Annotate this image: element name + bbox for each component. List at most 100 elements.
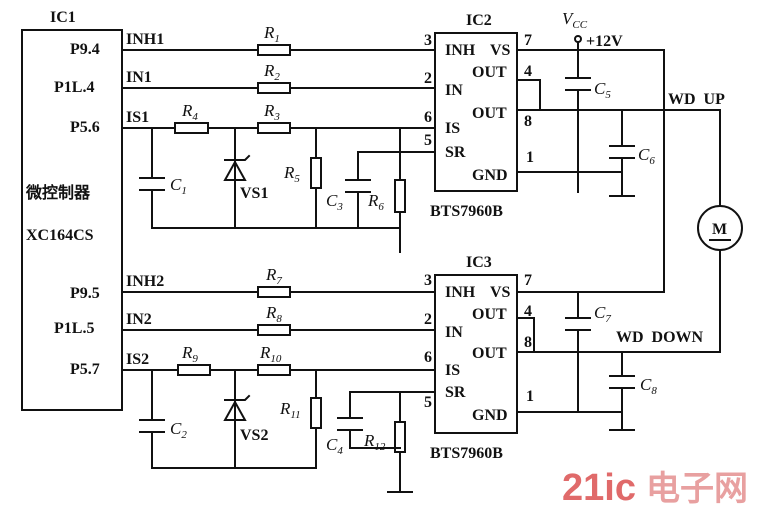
ic2-part: BTS7960B xyxy=(430,203,503,220)
watermark-21ic: 21ic xyxy=(562,467,636,509)
resistor-r9 xyxy=(177,364,211,376)
label-c8: C8 xyxy=(640,375,657,397)
label-r2: R2 xyxy=(263,61,280,83)
label-c4: C4 xyxy=(326,435,343,457)
label-c5: C5 xyxy=(594,79,611,101)
label-r12: R12 xyxy=(363,431,386,453)
resistor-r12 xyxy=(394,421,406,453)
resistor-r4 xyxy=(174,122,209,134)
resistor-r10 xyxy=(257,364,291,376)
ic1-name: IC1 xyxy=(50,9,76,26)
label-motor: M xyxy=(712,221,727,238)
capacitor-c4 xyxy=(337,417,363,431)
net-wd-up: WD UP xyxy=(668,91,725,108)
ic2-pin-inh: INH xyxy=(445,42,476,59)
ic3-pin-inh: INH xyxy=(445,284,476,301)
resistor-r6 xyxy=(394,179,406,213)
label-c3: C3 xyxy=(326,191,343,213)
label-vcc: VCC xyxy=(562,9,588,31)
power-wires xyxy=(516,35,721,431)
zener-vs1 xyxy=(223,154,251,181)
label-r8: R8 xyxy=(265,303,282,325)
net-inh1: INH1 xyxy=(126,31,164,48)
zener-vs2 xyxy=(223,394,251,421)
capacitor-c5 xyxy=(565,77,591,91)
capacitor-c8 xyxy=(609,375,635,389)
label-r6: R6 xyxy=(367,191,384,213)
ic3-pinnum-1: 1 xyxy=(526,388,534,405)
ic2-pinnum-4: 4 xyxy=(524,63,532,80)
ic3-pin-in: IN xyxy=(445,324,463,341)
label-r7: R7 xyxy=(265,265,282,287)
label-r11: R11 xyxy=(279,399,301,421)
ic3-name: IC3 xyxy=(466,254,492,271)
ic1-pin-p9-4: P9.4 xyxy=(70,41,100,58)
resistor-r8 xyxy=(257,324,291,336)
ic3-pinnum-8: 8 xyxy=(524,334,532,351)
ic3-pin-vs: VS xyxy=(490,284,511,301)
label-r9: R9 xyxy=(181,343,198,365)
ic2-pin-sr: SR xyxy=(445,144,466,161)
resistor-r2 xyxy=(257,82,291,94)
capacitor-c1 xyxy=(139,177,165,191)
motor-symbol xyxy=(697,205,743,251)
label-c6: C6 xyxy=(638,145,655,167)
resistor-r11 xyxy=(310,397,322,429)
label-c2: C2 xyxy=(170,419,187,441)
ic3-pin-is: IS xyxy=(445,362,460,379)
ic3-pin-out-a: OUT xyxy=(472,306,507,323)
lower-channel-wires xyxy=(121,291,436,493)
ic3-part: BTS7960B xyxy=(430,445,503,462)
ic1-pin-p1l-5: P1L.5 xyxy=(54,320,94,337)
ic3-pinnum-7: 7 xyxy=(524,272,532,289)
label-r4: R4 xyxy=(181,101,198,123)
ic2-box xyxy=(434,32,518,192)
label-c7: C7 xyxy=(594,303,611,325)
label-r5: R5 xyxy=(283,163,300,185)
watermark-logo: 21ic 电子网 xyxy=(562,467,748,509)
ic3-pin-out-b: OUT xyxy=(472,345,507,362)
ic2-pinnum-8: 8 xyxy=(524,113,532,130)
label-voltage: +12V xyxy=(586,33,623,50)
net-in2: IN2 xyxy=(126,311,152,328)
label-vs1: VS1 xyxy=(240,185,268,202)
upper-channel-wires xyxy=(121,49,436,253)
ic3-pinnum-3: 3 xyxy=(424,272,432,289)
ic3-box xyxy=(434,274,518,434)
label-r10: R10 xyxy=(259,343,282,365)
ic3-pinnum-4: 4 xyxy=(524,303,532,320)
ic2-pinnum-7: 7 xyxy=(524,32,532,49)
capacitor-c2 xyxy=(139,419,165,433)
ic3-pinnum-6: 6 xyxy=(424,349,432,366)
ic2-pinnum-3: 3 xyxy=(424,32,432,49)
ic2-pinnum-2: 2 xyxy=(424,70,432,87)
ic1-pin-p1l-4: P1L.4 xyxy=(54,79,94,96)
resistor-r3 xyxy=(257,122,291,134)
capacitor-c6 xyxy=(609,145,635,159)
net-in1: IN1 xyxy=(126,69,152,86)
net-inh2: INH2 xyxy=(126,273,164,290)
ic1-pin-p5-7: P5.7 xyxy=(70,361,100,378)
ic2-pin-is: IS xyxy=(445,120,460,137)
net-is1: IS1 xyxy=(126,109,149,126)
watermark-cn: 电子网 xyxy=(646,470,748,508)
label-c1: C1 xyxy=(170,175,187,197)
ic1-pin-p5-6: P5.6 xyxy=(70,119,100,136)
ic1-desc: 微控制器 xyxy=(25,183,91,202)
ic1-part: XC164CS xyxy=(26,227,94,244)
label-r3: R3 xyxy=(263,101,280,123)
label-r1: R1 xyxy=(263,23,280,45)
ic3-pinnum-5: 5 xyxy=(424,394,432,411)
capacitor-c7 xyxy=(565,317,591,331)
ic2-pinnum-5: 5 xyxy=(424,132,432,149)
ic2-pin-out-b: OUT xyxy=(472,105,507,122)
resistor-r5 xyxy=(310,157,322,189)
resistor-r7 xyxy=(257,286,291,298)
ic2-pinnum-6: 6 xyxy=(424,109,432,126)
ic2-pin-vs: VS xyxy=(490,42,511,59)
ic3-pin-gnd: GND xyxy=(472,407,508,424)
net-wd-down: WD DOWN xyxy=(616,329,704,346)
ic2-name: IC2 xyxy=(466,12,492,29)
label-vs2: VS2 xyxy=(240,427,268,444)
